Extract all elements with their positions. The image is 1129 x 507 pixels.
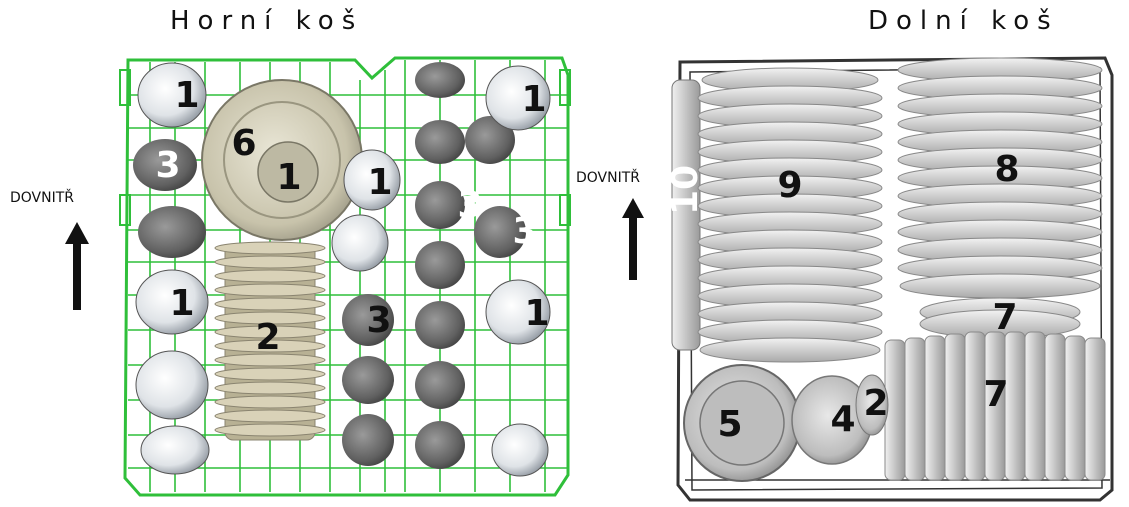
upper-right-cups	[485, 65, 551, 477]
upper-direction-label: DOVNITŘ	[10, 190, 75, 206]
upper-big-plate	[201, 79, 363, 241]
upper-stacked-bowls	[214, 241, 326, 441]
lower-plates-7-top	[919, 297, 1081, 339]
lower-label-plates-7-top: 7	[992, 297, 1018, 338]
upper-right-glasses	[415, 62, 526, 469]
lower-up-arrow-icon	[622, 198, 644, 280]
lower-label-plates-9: 9	[777, 165, 803, 206]
lower-label-plates-7-vertical: 7	[983, 374, 1009, 415]
upper-left-items	[133, 62, 210, 475]
upper-middle-items	[331, 149, 401, 466]
upper-label-cup-left-lower: 1	[169, 283, 195, 324]
lower-basket-title: Dolní koš	[868, 6, 1059, 36]
upper-label-glass-middle: 3	[366, 300, 392, 341]
lower-label-item-2: 2	[863, 383, 889, 424]
upper-label-glass-right-b: 3	[512, 211, 538, 252]
lower-label-plates-8: 8	[994, 149, 1020, 190]
lower-label-bowl-5: 5	[717, 404, 743, 445]
lower-label-tray: 10	[665, 164, 706, 216]
upper-label-cup-middle: 1	[367, 162, 393, 203]
upper-label-big-plate: 6	[231, 123, 257, 164]
lower-bowl-5	[683, 364, 801, 482]
upper-label-cup-top-right: 1	[521, 79, 547, 120]
lower-plates-7-vertical	[884, 331, 1106, 481]
lower-plates-8	[897, 57, 1103, 299]
upper-up-arrow-icon	[65, 222, 89, 310]
lower-item-2	[855, 374, 889, 436]
upper-label-cup-center: 1	[276, 157, 302, 198]
upper-label-glass-right-a: 3	[457, 185, 483, 226]
upper-label-cup-top-left: 1	[174, 75, 200, 116]
lower-direction-label: DOVNITŘ	[576, 170, 641, 186]
lower-plates-9	[697, 67, 883, 363]
lower-label-bowl-4: 4	[830, 399, 856, 440]
upper-label-stacked-bowls: 2	[255, 317, 281, 358]
upper-label-cup-right-lower: 1	[524, 293, 550, 334]
upper-label-glass-left: 3	[155, 145, 181, 186]
upper-basket-title: Horní koš	[170, 6, 364, 36]
lower-tray-10	[671, 79, 701, 351]
